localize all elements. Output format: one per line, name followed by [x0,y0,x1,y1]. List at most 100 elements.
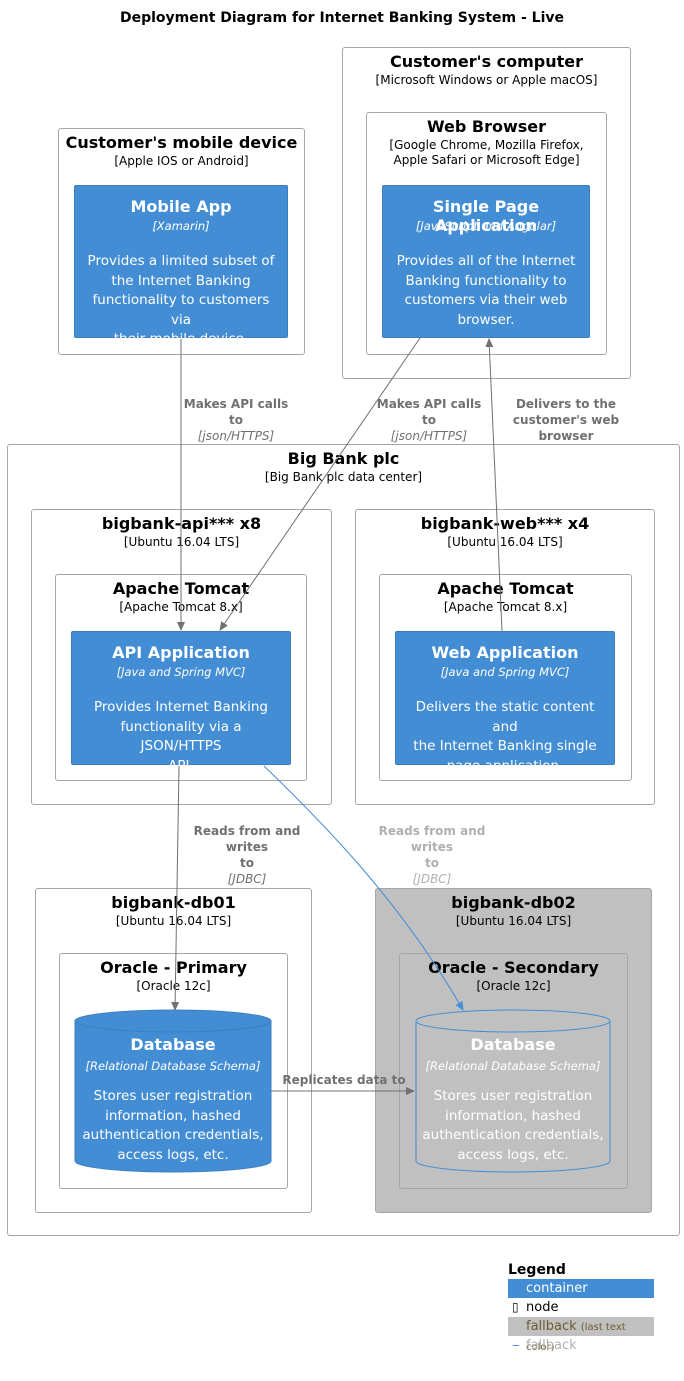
legend-label: fallback [526,1338,577,1353]
container-description-line: the Internet Banking single [413,738,597,754]
container-title: API Application [112,643,250,662]
container-description-line: Provides all of the Internet [396,253,576,269]
edge-label-text: to [425,856,439,870]
edge-web-to-spa [485,338,503,632]
line-icon: ‒ [512,1338,520,1352]
node-title: Customer's mobile device [65,133,298,152]
edge-label-mobile-api: Makes API calls to [json/HTTPS] [176,396,296,444]
container-title: Web Application [431,643,579,662]
container-description-line: authentication credentials, [82,1127,264,1143]
container-technology: [Xamarin] [152,219,210,233]
node-subtitle: [Ubuntu 16.04 LTS] [115,914,232,928]
container-description-line: access logs, etc. [117,1146,229,1163]
edge-label-text: to [240,856,254,870]
container-description-line: Stores user registration [93,1088,253,1104]
legend: Legend container ▯ node fallback (last t… [508,1262,654,1355]
node-title: bigbank-db01 [111,893,236,912]
edge-label-text: Delivers to the [515,397,617,411]
legend-label: node [526,1300,559,1315]
node-subtitle: [Apple IOS or Android] [114,154,249,168]
container-title: Single Page Application [432,197,540,235]
container-technology: [Java and Spring MVC] [116,665,246,679]
container-title: Database [130,1035,216,1054]
edge-spa-to-api [219,337,421,631]
node-icon: ▯ [512,1300,519,1314]
edge-label-api-db-secondary: Reads from and writes to [JDBC] [357,823,507,887]
node-subtitle: [Ubuntu 16.04 LTS] [455,914,572,928]
node-title: bigbank-web*** x4 [420,514,590,533]
container-spa: Single Page Application [JavaScript and … [382,185,590,338]
edge-label-text: Replicates data to [282,1073,406,1087]
legend-item-fallback-line: ‒ fallback [508,1336,654,1355]
node-title: Customer's computer [389,52,584,71]
container-description-line: the Internet Banking [111,272,251,289]
container-title: Database [470,1035,556,1054]
container-description-line: functionality to customers via [92,292,270,328]
edge-api-to-db-secondary [263,765,464,1011]
legend-note: (last text color) [526,1322,626,1353]
edge-label-text: Makes API calls to [183,397,289,427]
edge-label-text: customer's web browser [512,413,620,443]
database-primary-cylinder [74,1009,272,1173]
node-subtitle: [Microsoft Windows or Apple macOS] [375,73,598,87]
container-web-application: Web Application [Java and Spring MVC] De… [395,631,615,774]
container-description-line: Provides a limited subset of [87,253,275,269]
node-subtitle: [Oracle 12c] [476,979,551,993]
node-subtitle: [Ubuntu 16.04 LTS] [447,535,563,549]
container-technology: [Relational Database Schema] [85,1059,261,1073]
legend-item-fallback: fallback (last text color) [508,1317,654,1353]
legend-title: Legend [508,1262,566,1278]
edge-api-to-db-primary [171,765,180,1011]
node-title: Oracle - Primary [100,958,247,977]
edge-label-api-db-primary: Reads from and writes to [JDBC] [172,823,322,887]
node-subtitle: [Apache Tomcat 8.x] [443,600,568,614]
database-secondary-cylinder [415,1009,611,1173]
edge-label-technology: [json/HTTPS] [390,429,468,443]
node-title: Web Browser [426,117,547,136]
container-description-line: functionality via a JSON/HTTPS [120,718,242,755]
legend-label: fallback [526,1319,577,1334]
legend-item-container: container [508,1279,654,1298]
node-title: Big Bank plc [287,449,400,468]
edge-label-technology: [JDBC] [227,872,267,886]
container-technology: [Java and Spring MVC] [440,665,570,679]
container-mobile-app: Mobile App [Xamarin] Provides a limited … [74,185,288,347]
diagram-title: Deployment Diagram for Internet Banking … [119,10,565,26]
edge-label-replicate: Replicates data to [282,1072,406,1088]
legend-label: container [526,1281,588,1296]
edge-label-text: Reads from and writes [378,824,486,854]
container-api-application: API Application [Java and Spring MVC] Pr… [71,631,291,774]
database-primary: Database [Relational Database Schema] St… [75,1035,271,1165]
container-description-line: customers via their web [404,292,568,308]
container-description-line: information, hashed [105,1107,241,1124]
container-description-line: page application. [446,757,564,774]
node-title: Apache Tomcat [437,579,574,598]
edge-label-text: Makes API calls to [376,397,482,427]
node-subtitle: [Oracle 12c] [136,979,211,993]
container-description-line: Provides Internet Banking [93,699,269,715]
container-title: Mobile App [130,197,232,216]
node-subtitle: [Big Bank plc data center] [264,470,423,484]
container-description-line: Banking functionality to [405,272,567,289]
container-technology: [Relational Database Schema] [425,1059,601,1073]
edge-label-technology: [json/HTTPS] [197,429,275,443]
container-description-line: Stores user registration [433,1088,593,1104]
container-technology: [JavaScript and Angular] [415,219,557,233]
database-secondary: Database [Relational Database Schema] St… [416,1035,610,1165]
edge-label-text: Reads from and writes [193,824,301,854]
edge-label-web-spa: Delivers to the customer's web browser [488,396,644,444]
node-subtitle: Apple Safari or Microsoft Edge] [393,153,580,167]
container-description-line: Delivers the static content and [415,699,595,735]
container-description-line: browser. [457,311,515,328]
container-description-line: access logs, etc. [457,1146,569,1163]
node-title: bigbank-db02 [451,893,576,912]
node-subtitle: [Google Chrome, Mozilla Firefox, [389,138,584,152]
container-description-line: API. [168,757,194,774]
container-description-line: authentication credentials, [422,1127,604,1143]
node-title: Oracle - Secondary [428,958,599,977]
legend-item-node: ▯ node [508,1298,654,1317]
edge-label-spa-api: Makes API calls to [json/HTTPS] [369,396,489,444]
edge-label-technology: [JDBC] [412,872,452,886]
container-description-line: information, hashed [445,1107,581,1124]
